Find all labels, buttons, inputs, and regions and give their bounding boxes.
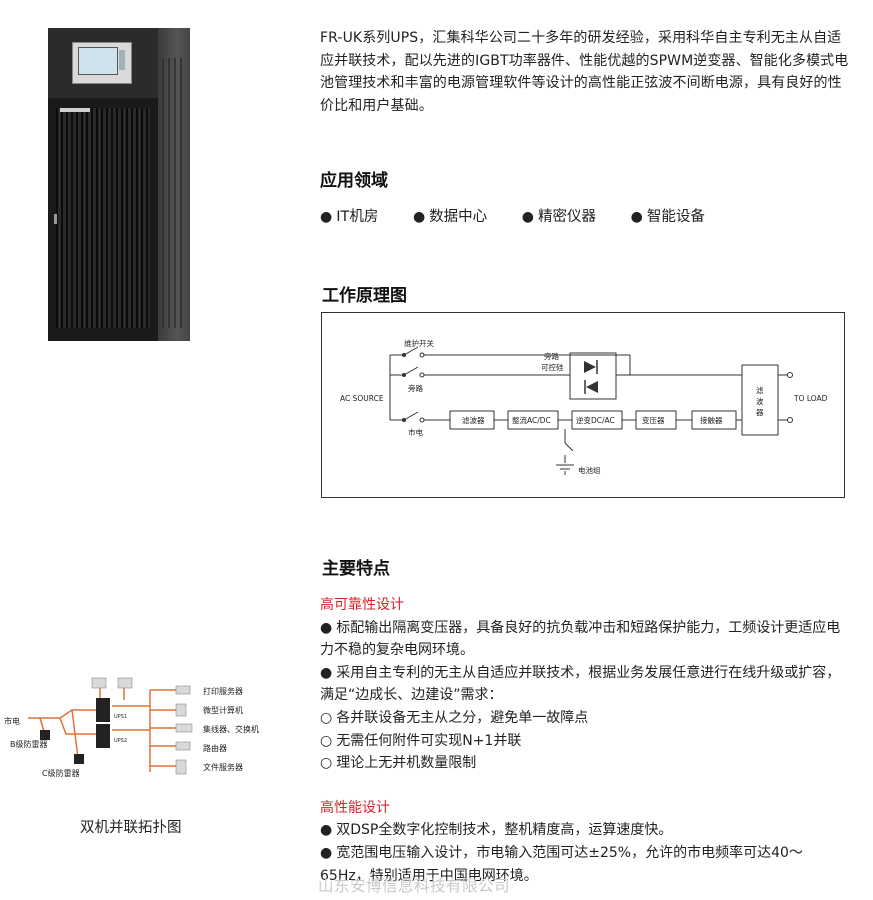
topo-label-b-arrester: B级防雷器: [10, 739, 48, 749]
topo-label-mains: 市电: [4, 716, 20, 726]
topo-label-router: 路由器: [203, 743, 227, 753]
svg-text:器: 器: [756, 408, 764, 417]
topo-label-file-server: 文件服务器: [203, 762, 243, 772]
diagram-block-rectifier: 整流AC/DC: [512, 415, 551, 425]
diagram-label-bypass: 旁路: [408, 383, 423, 393]
watermark: 山东安博信息科技有限公司: [318, 877, 511, 895]
features-body: 高可靠性设计 ●标配输出隔离变压器，具备良好的抗负载冲击和短路保护能力，工频设计…: [320, 594, 852, 887]
diagram-label-battery: 电池组: [578, 465, 601, 475]
diagram-label-bypass-scr: 旁路: [544, 351, 559, 361]
feature-subitem: ○各并联设备无主从之分，避免单一故障点: [320, 709, 589, 726]
ups-cabinet-image: [48, 28, 190, 341]
feature-item: ●采用自主专利的无主从自适应并联技术，根据业务发展任意进行在线升级或扩容，满足“…: [320, 664, 841, 704]
app-item: ●数据中心: [412, 209, 488, 225]
feature-subitem: ○理论上无并机数量限制: [320, 755, 477, 772]
topo-label-c-arrester: C级防雷器: [42, 768, 80, 778]
svg-text:可控硅: 可控硅: [541, 362, 564, 372]
feature-subitem: ○无需任何附件可实现N+1并联: [320, 732, 522, 749]
topo-label-ups2: UPS2: [114, 738, 127, 744]
topo-label-print-server: 打印服务器: [203, 686, 243, 696]
app-item: ●精密仪器: [521, 209, 597, 225]
topo-label-ups1: UPS1: [114, 714, 127, 720]
app-item: ●智能设备: [630, 209, 705, 225]
diagram-label-maint-switch: 维护开关: [404, 338, 434, 348]
topology-caption: 双机并联拓扑图: [80, 820, 182, 836]
diagram-block-transformer: 变压器: [642, 415, 665, 425]
feature-group-title-reliability: 高可靠性设计: [320, 597, 404, 613]
svg-text:波: 波: [756, 396, 764, 406]
diagram-block-filter: 滤波器: [462, 415, 485, 425]
section-title-diagram: 工作原理图: [322, 286, 407, 306]
section-title-features: 主要特点: [322, 559, 390, 579]
diagram-label-mains: 市电: [408, 427, 423, 437]
topo-label-hub-switch: 集线器、交换机: [203, 724, 259, 734]
diagram-block-inverter: 逆变DC/AC: [576, 415, 615, 425]
working-principle-diagram: 维护开关 旁路 可控硅 AC SOURCE 旁路 市电 滤波器 整流AC/DC …: [321, 312, 845, 498]
diagram-label-ac-source: AC SOURCE: [340, 394, 384, 403]
parallel-topology-diagram: 市电 B级防雷器 C级防雷器 UPS1 UPS2 打印服务器 微型计算机 集线器…: [0, 676, 285, 786]
topo-label-microcomputer: 微型计算机: [203, 705, 243, 715]
diagram-block-output-filter: 滤: [756, 385, 764, 395]
feature-item: ●宽范围电压输入设计，市电输入范围可达±25%，允许的市电频率可达40～65Hz…: [320, 844, 803, 884]
feature-item: ●标配输出隔离变压器，具备良好的抗负载冲击和短路保护能力，工频设计更适应电力不稳…: [320, 619, 841, 659]
app-item: ●IT机房: [320, 209, 379, 225]
applications-list: ●IT机房 ●数据中心 ●精密仪器 ●智能设备: [320, 205, 735, 226]
diagram-label-to-load: TO LOAD: [793, 394, 828, 403]
section-title-applications: 应用领域: [320, 171, 388, 191]
feature-group-title-performance: 高性能设计: [320, 799, 390, 816]
intro-paragraph: FR-UK系列UPS，汇集科华公司二十多年的研发经验，采用科华自主专利无主从自适…: [320, 30, 849, 114]
diagram-block-contactor: 接触器: [700, 415, 723, 425]
feature-item: ●双DSP全数字化控制技术，整机精度高，运算速度快。: [320, 822, 673, 839]
